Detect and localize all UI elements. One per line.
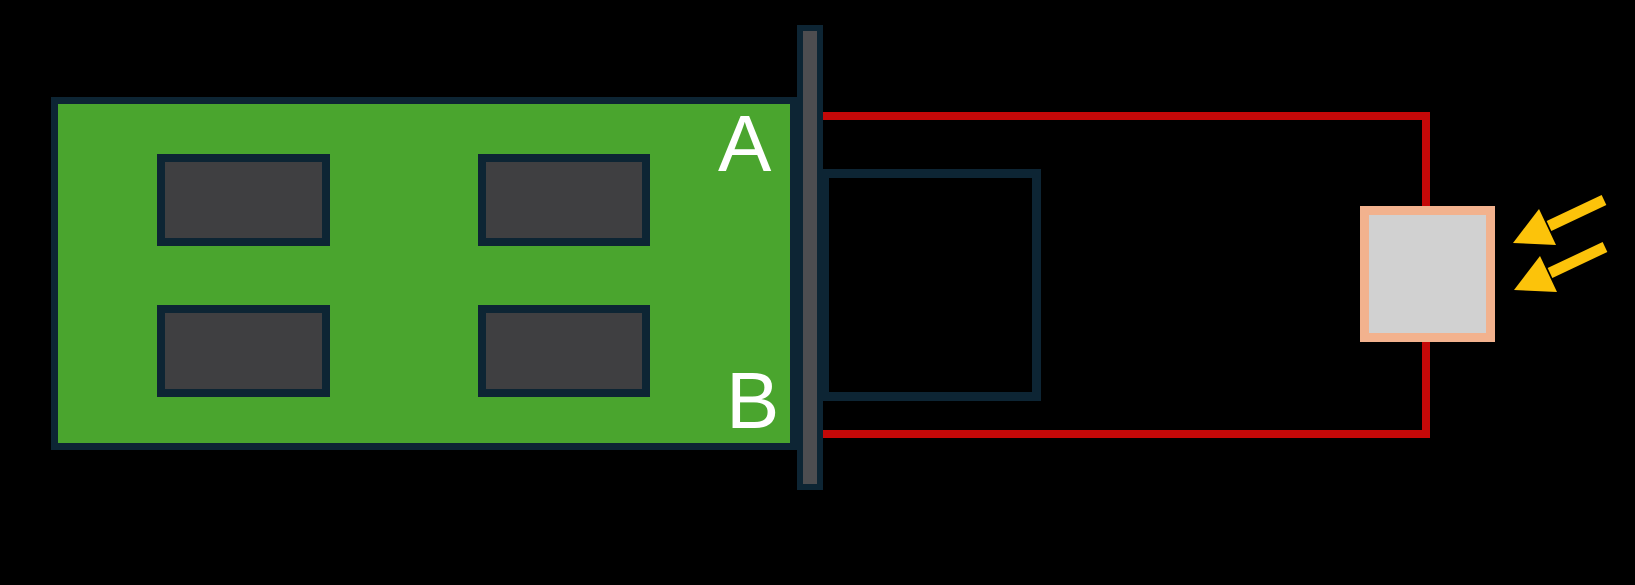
chip-top-right [478, 154, 650, 246]
enclosure-box [820, 169, 1041, 401]
light-ray-1-shaft [1546, 195, 1607, 231]
chip-top-left [157, 154, 330, 246]
chip-bottom-right [478, 305, 650, 397]
light-ray-icon [1513, 195, 1608, 292]
chip-bottom-left [157, 305, 330, 397]
circuit-board [51, 97, 797, 450]
light-ray-1-arrowhead [1513, 209, 1556, 245]
light-sensor [1360, 206, 1495, 342]
terminal-b-label: B [726, 356, 780, 445]
light-ray-2-arrowhead [1514, 256, 1557, 292]
light-ray-2-shaft [1547, 242, 1608, 278]
panel-bracket [797, 25, 823, 490]
terminal-a-label: A [718, 99, 772, 188]
